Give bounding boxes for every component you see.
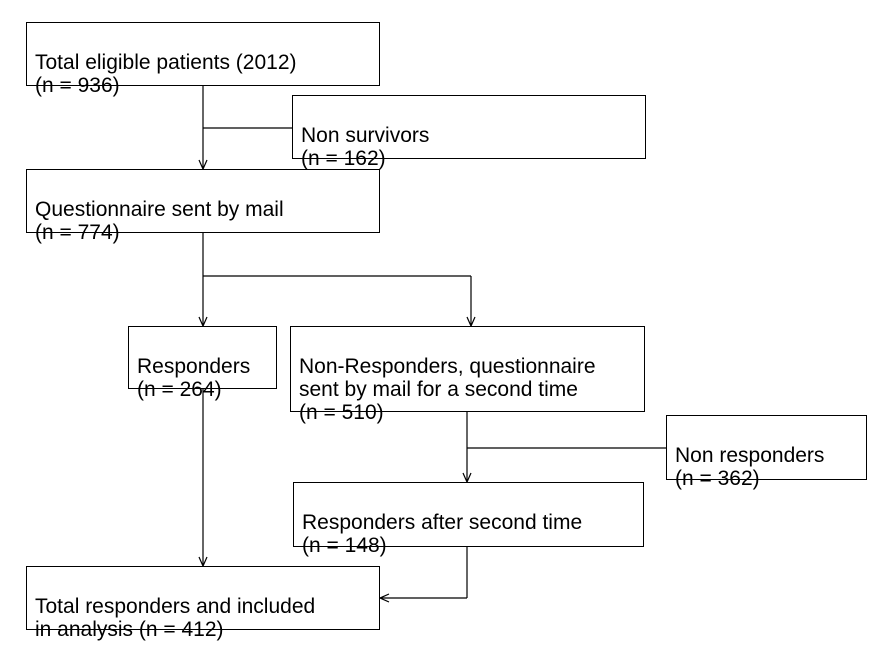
non-responders-second-box: Non-Responders, questionnaire sent by ma… [290,326,645,424]
total-included-box: Total responders and included in analysi… [26,566,380,641]
responders-after-second-box: Responders after second time (n = 148) [293,482,644,557]
non-responders-box: Non responders (n = 362) [666,415,867,490]
questionnaire-sent-label: Questionnaire sent by mail (n = 774) [35,198,284,244]
arrowhead-total-included-side [378,593,390,603]
non-responders-label: Non responders (n = 362) [675,444,825,490]
total-eligible-box: Total eligible patients (2012) (n = 936) [26,22,380,97]
non-survivors-label: Non survivors (n = 162) [301,124,430,170]
non-survivors-box: Non survivors (n = 162) [292,95,646,170]
questionnaire-sent-box: Questionnaire sent by mail (n = 774) [26,169,380,244]
total-eligible-label: Total eligible patients (2012) (n = 936) [35,51,297,97]
non-responders-second-label: Non-Responders, questionnaire sent by ma… [299,355,596,424]
responders-box: Responders (n = 264) [128,326,277,401]
responders-label: Responders (n = 264) [137,355,251,401]
total-included-label: Total responders and included in analysi… [35,595,316,641]
responders-after-second-label: Responders after second time (n = 148) [302,511,583,557]
